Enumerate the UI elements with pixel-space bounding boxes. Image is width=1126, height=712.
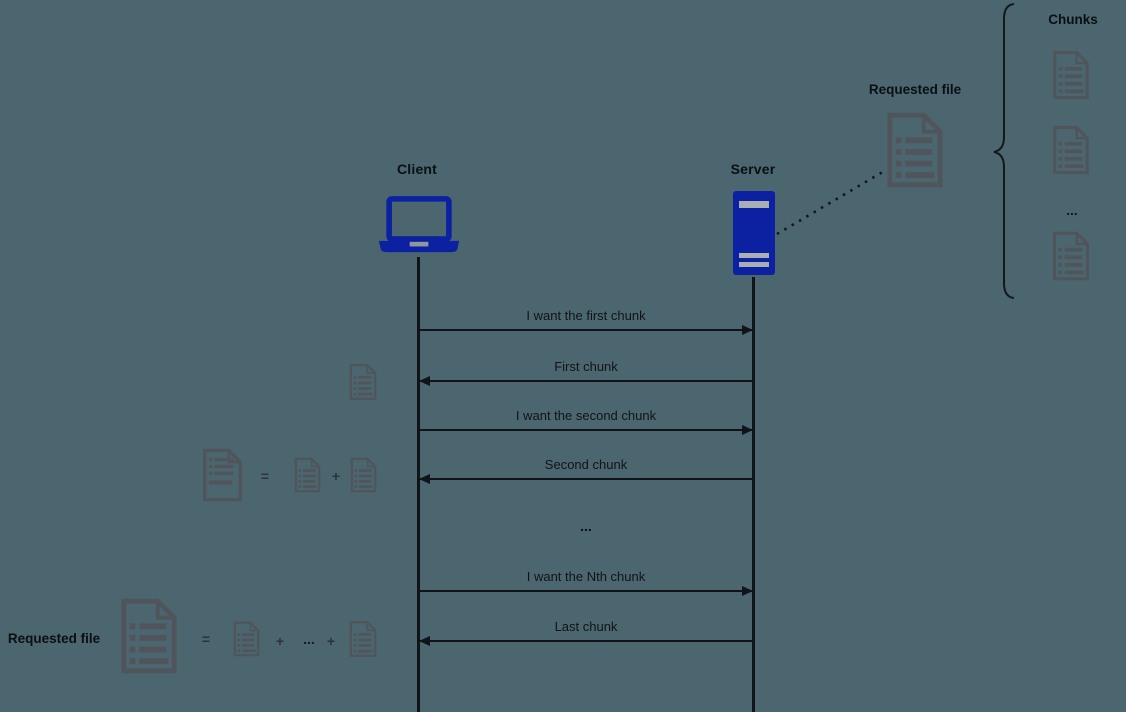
message-label: I want the first chunk [526,308,646,323]
message-label: Second chunk [544,457,628,472]
message-arrow [419,376,752,386]
plus-sign: + [326,633,336,649]
server-tower-icon [733,191,775,275]
message-label: I want the second chunk [515,408,657,423]
chunk-document-icon [233,620,260,658]
partial-file-document-icon [202,447,243,503]
message-arrow [420,325,753,335]
message-arrow [419,474,752,484]
final-file-document-icon [120,595,178,677]
received-chunk-document-icon [349,363,377,401]
chunk-document-icon [1052,125,1090,175]
final-file-label: Requested file [7,631,101,646]
message-request-first-chunk: I want the first chunk [420,308,753,335]
message-last-chunk: Last chunk [419,619,752,646]
equals-sign: = [260,468,270,484]
message-label: First chunk [554,359,618,374]
chunks-brace [993,3,1015,299]
requested-file-document-icon [886,111,944,189]
message-label: Last chunk [554,619,618,634]
message-request-second-chunk: I want the second chunk [420,408,753,435]
chunk-document-icon [1052,50,1090,100]
plus-sign: + [275,633,285,649]
server-label: Server [730,161,776,177]
message-request-nth-chunk: I want the Nth chunk [420,569,753,596]
requested-file-title: Requested file [868,82,962,97]
message-second-chunk: Second chunk [419,457,752,484]
client-label: Client [396,161,438,177]
chunk-document-icon [294,456,321,494]
chunk-document-icon [349,620,377,658]
chunks-title: Chunks [1048,12,1098,27]
equals-sign: = [201,631,211,647]
server-lifeline [752,277,755,712]
message-arrow [419,636,752,646]
plus-sign: + [331,468,341,484]
chunk-document-icon [350,456,377,494]
sequence-ellipsis: ... [580,518,592,534]
message-label: I want the Nth chunk [526,569,646,584]
client-lifeline [417,257,420,712]
assembly-ellipsis: ... [303,631,315,647]
chunk-document-icon [1052,230,1090,282]
server-to-file-dotted-line [776,168,887,236]
laptop-icon [377,196,461,254]
chunks-ellipsis: ... [1066,202,1078,218]
message-arrow [420,586,753,596]
message-arrow [420,425,753,435]
message-first-chunk: First chunk [419,359,752,386]
